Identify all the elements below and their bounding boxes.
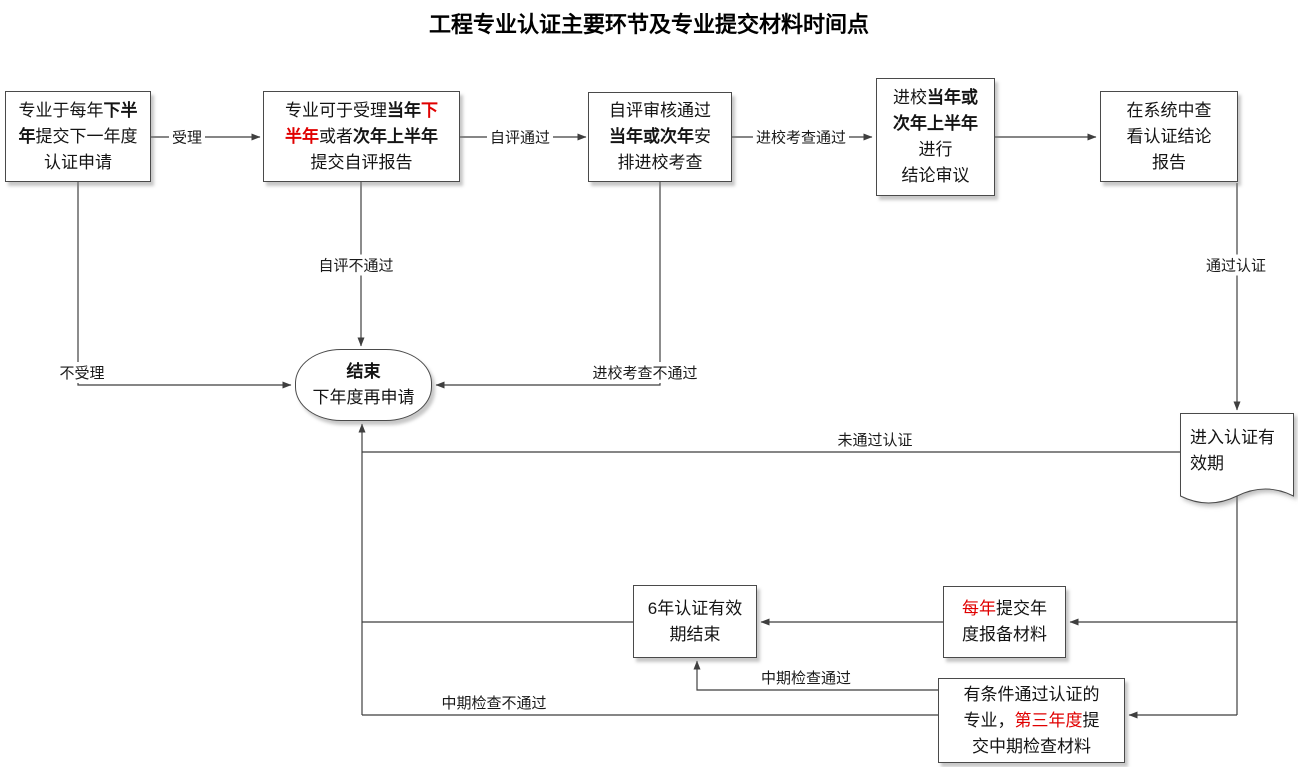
flow-node-validity-period: 进入认证有效期 bbox=[1180, 413, 1294, 513]
flow-node-site-visit: 自评审核通过当年或次年安排进校考查 bbox=[588, 92, 732, 182]
flow-node-annual-filing: 每年提交年度报备材料 bbox=[943, 586, 1066, 658]
edge-label-self-eval-fail: 自评不通过 bbox=[315, 254, 397, 276]
edge-label-cert-fail: 未通过认证 bbox=[835, 429, 915, 450]
flow-node-validity-expiry: 6年认证有效期结束 bbox=[633, 585, 757, 658]
validity-period-text: 进入认证有效期 bbox=[1190, 428, 1275, 473]
flow-node-conclusion-review: 进校当年或次年上半年进行结论审议 bbox=[876, 78, 995, 196]
edge-label-self-eval-pass: 自评通过 bbox=[486, 126, 554, 148]
edge-label-not-accepted: 不受理 bbox=[57, 362, 107, 383]
edge-label-site-visit-pass: 进校考查通过 bbox=[752, 126, 850, 148]
flow-node-result-report: 在系统中查看认证结论报告 bbox=[1100, 91, 1238, 182]
flow-node-apply: 专业于每年下半年提交下一年度认证申请 bbox=[5, 91, 151, 182]
flow-node-self-eval-report: 专业可于受理当年下半年或者次年上半年提交自评报告 bbox=[263, 91, 460, 182]
edge-label-midterm-fail: 中期检查不通过 bbox=[439, 692, 549, 713]
page-title: 工程专业认证主要环节及专业提交材料时间点 bbox=[428, 12, 869, 37]
flow-node-end: 结束下年度再申请 bbox=[295, 349, 432, 421]
document-shape bbox=[1180, 413, 1294, 504]
edge-label-site-visit-fail: 进校考查不通过 bbox=[590, 362, 700, 383]
flow-node-midterm-check: 有条件通过认证的专业，第三年度提交中期检查材料 bbox=[938, 678, 1125, 763]
edge-label-accepted: 受理 bbox=[168, 126, 206, 148]
edge-label-cert-pass: 通过认证 bbox=[1202, 254, 1270, 276]
edge-label-midterm-pass: 中期检查通过 bbox=[758, 667, 854, 688]
